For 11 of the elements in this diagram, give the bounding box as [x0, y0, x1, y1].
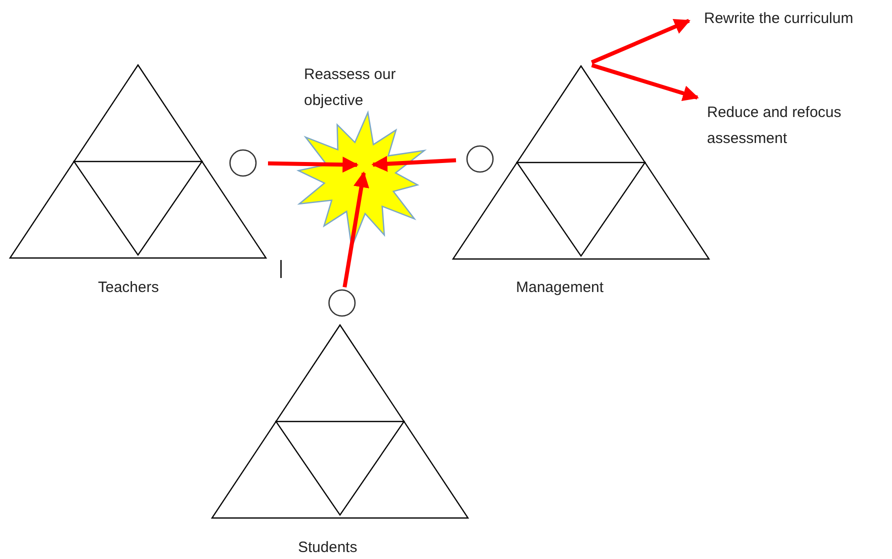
note-text: Reduce and refocus assessment [707, 103, 842, 149]
node-label: Students [298, 538, 358, 558]
node-label: Teachers [98, 278, 159, 298]
arrow [268, 156, 359, 173]
arrow [590, 18, 690, 64]
callout-text: Reassess our objective [304, 65, 397, 111]
arrow [371, 156, 456, 172]
node-label: Management [516, 278, 604, 298]
note-text: Rewrite the curriculum [704, 9, 854, 29]
arrow [591, 63, 699, 102]
arrow [342, 171, 370, 288]
